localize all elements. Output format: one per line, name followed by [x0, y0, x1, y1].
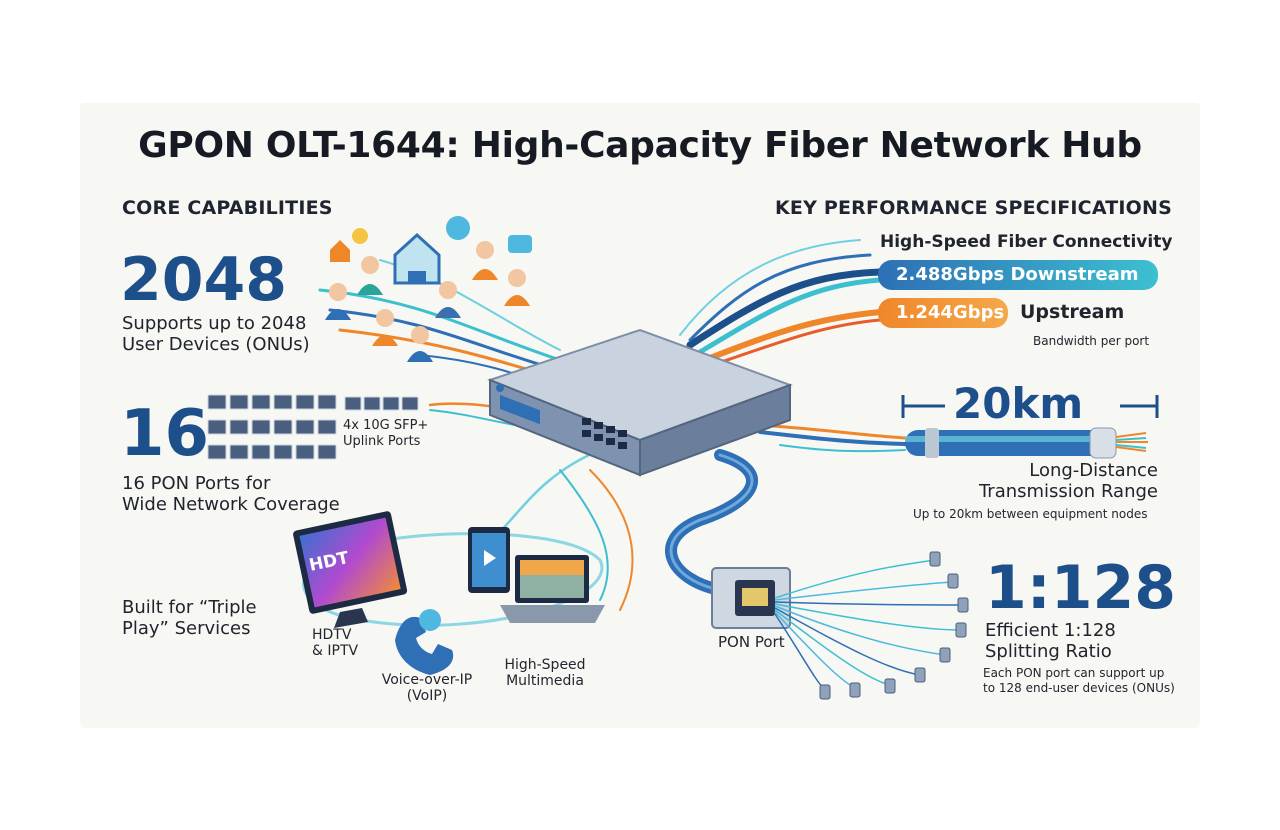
upstream-label: Upstream: [1020, 301, 1125, 323]
laptop-icon: [500, 555, 605, 623]
multimedia-label-line2: Multimedia: [506, 673, 584, 690]
voip-label: Voice-over-IP (VoIP): [372, 672, 482, 704]
ports-desc-line1: 16 PON Ports for: [122, 473, 271, 494]
distance-desc-line1: Long-Distance: [1029, 460, 1158, 481]
ports-description: 16 PON Ports for Wide Network Coverage: [122, 473, 340, 515]
devices-desc-line1: Supports up to 2048: [122, 313, 307, 334]
downstream-pill: 2.488Gbps Downstream: [878, 260, 1158, 290]
tablet-icon: [468, 527, 510, 593]
hdtv-label: HDTV & IPTV: [312, 627, 358, 659]
voip-label-line2: (VoIP): [406, 688, 448, 705]
multimedia-label: High-Speed Multimedia: [495, 657, 595, 689]
multimedia-label-line1: High-Speed: [504, 657, 586, 673]
pon-port-label: PON Port: [718, 633, 785, 651]
ratio-desc-line1: Efficient 1:128: [985, 620, 1116, 641]
ratio-note: Each PON port can support up to 128 end-…: [983, 666, 1175, 696]
devices-description: Supports up to 2048 User Devices (ONUs): [122, 313, 310, 355]
uplink-ports-label: 4x 10G SFP+ Uplink Ports: [343, 418, 428, 451]
voip-label-line1: Voice-over-IP: [381, 672, 473, 688]
onu-connectors: [819, 551, 969, 700]
ratio-stat: 1:128: [985, 553, 1176, 623]
triple-play-line2: Play” Services: [122, 618, 251, 640]
ratio-note-line2: to 128 end-user devices (ONUs): [983, 681, 1175, 695]
distance-note: Up to 20km between equipment nodes: [913, 507, 1148, 521]
hdtv-label-line1: HDTV: [312, 627, 352, 643]
hdtv-label-line2: & IPTV: [312, 643, 359, 660]
fiber-streams-right: [679, 239, 907, 453]
upstream-pill: 1.244Gbps: [878, 298, 1008, 328]
uplink-label-line2: Uplink Ports: [343, 434, 421, 450]
page-title: GPON OLT-1644: High-Capacity Fiber Netwo…: [138, 125, 1142, 166]
core-capabilities-heading: CORE CAPABILITIES: [122, 197, 333, 219]
distance-stat: 20km: [953, 379, 1084, 428]
fiber-connectivity-heading: High-Speed Fiber Connectivity: [880, 232, 1173, 252]
range-indicator: [901, 395, 1159, 418]
distance-desc-line2: Transmission Range: [978, 481, 1158, 503]
ratio-note-line1: Each PON port can support up: [983, 666, 1165, 680]
triple-play-description: Built for “Triple Play” Services: [122, 597, 257, 639]
triple-play-line1: Built for “Triple: [122, 597, 257, 618]
devices-stat: 2048: [120, 245, 287, 315]
hdtv-icon: [293, 511, 408, 628]
ports-stat: 16: [120, 397, 210, 471]
ratio-desc-line2: Splitting Ratio: [985, 641, 1112, 663]
bandwidth-note: Bandwidth per port: [1033, 334, 1150, 348]
pon-port-grid: [207, 394, 337, 460]
pon-port-connector: [711, 567, 791, 629]
splitter-fan: [774, 559, 963, 691]
uplink-port-icons: [344, 396, 419, 411]
ports-desc-line2: Wide Network Coverage: [122, 494, 340, 516]
phone-icon: [395, 609, 454, 675]
distance-description: Long-Distance Transmission Range: [918, 460, 1158, 502]
ratio-description: Efficient 1:128 Splitting Ratio: [985, 620, 1116, 662]
olt-switch: [487, 328, 793, 477]
devices-desc-line2: User Devices (ONUs): [122, 334, 310, 356]
user-devices-cluster: [325, 216, 532, 362]
key-specs-heading: KEY PERFORMANCE SPECIFICATIONS: [775, 197, 1173, 219]
fiber-cable-graphic: [905, 427, 1148, 459]
uplink-label-line1: 4x 10G SFP+: [343, 418, 429, 433]
